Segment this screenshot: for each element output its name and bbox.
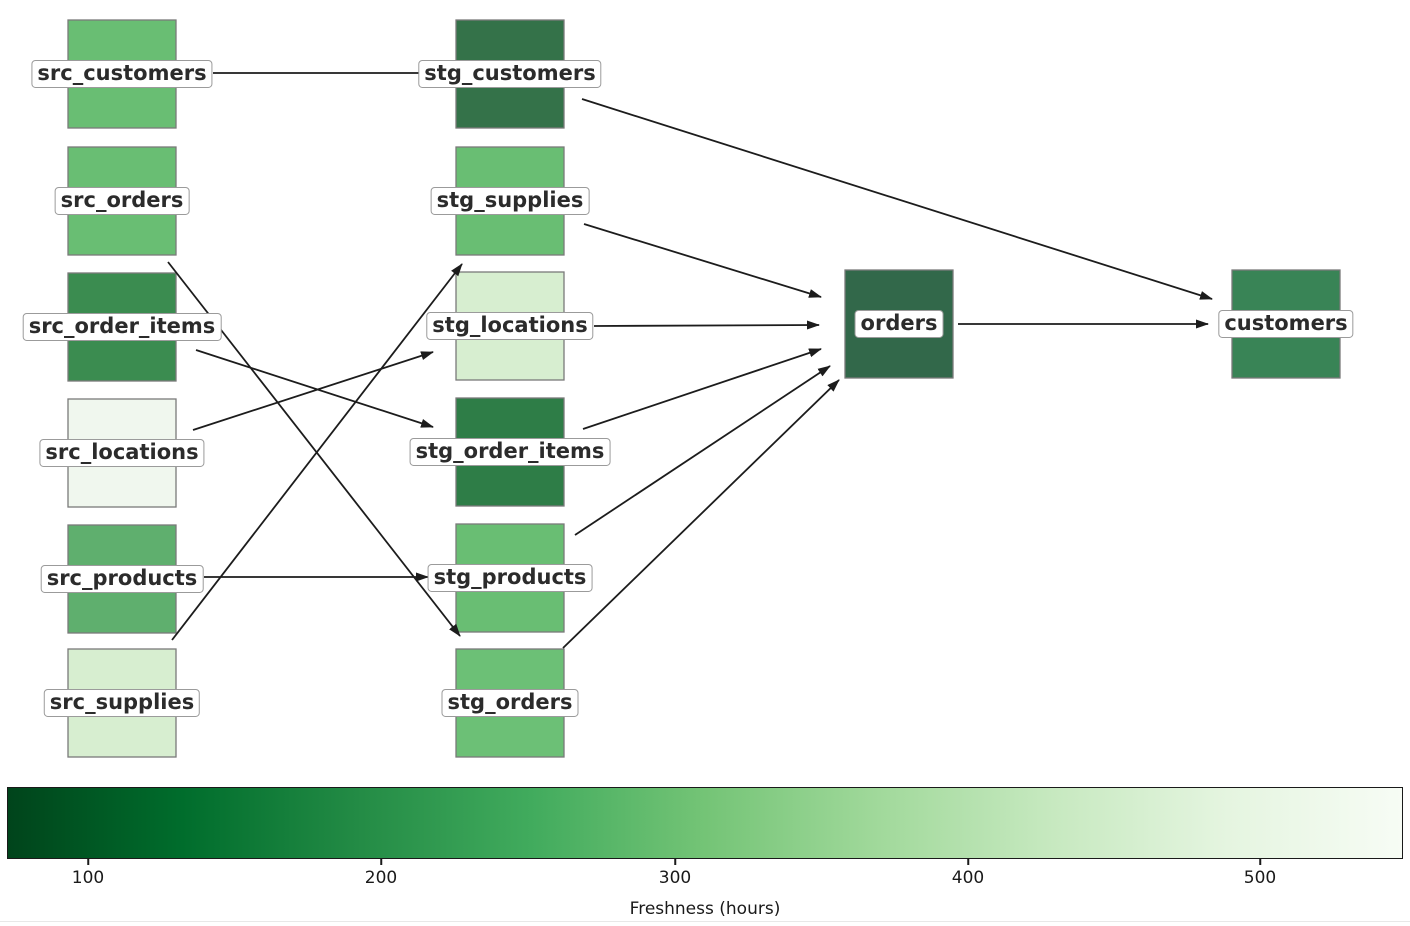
edge-stg_locations-to-orders [593, 320, 820, 330]
edge-src_locations-to-stg_locations [192, 351, 434, 431]
colorbar-tick-mark [967, 859, 969, 865]
colorbar-tick-label: 100 [71, 868, 105, 888]
figure-bottom-rule [0, 921, 1410, 922]
node-orders [844, 269, 954, 379]
edge-stg_orders-to-orders [562, 379, 840, 649]
edge-src_orders-to-stg_orders [167, 261, 461, 637]
colorbar-axis-label: Freshness (hours) [629, 899, 781, 919]
colorbar-gradient [7, 787, 1403, 859]
node-src_customers [67, 19, 177, 129]
edge-src_supplies-to-stg_supplies [171, 263, 463, 641]
colorbar-tick-label: 300 [658, 868, 692, 888]
colorbar-tick-mark [674, 859, 676, 865]
colorbar-tick-label: 200 [364, 868, 398, 888]
node-stg_locations [455, 271, 565, 381]
colorbar-tick-mark [380, 859, 382, 865]
edges-group [167, 72, 1213, 649]
edge-stg_customers-to-customers [581, 98, 1213, 300]
colorbar-tick-mark [87, 859, 89, 865]
node-stg_order_items [455, 397, 565, 507]
colorbar-tick-label: 500 [1243, 868, 1277, 888]
node-stg_orders [455, 648, 565, 758]
edge-stg_products-to-orders [574, 365, 831, 536]
node-src_orders [67, 146, 177, 256]
colorbar-tick-mark [1259, 859, 1261, 865]
edge-src_order_items-to-stg_order_items [195, 349, 434, 428]
node-customers [1231, 269, 1341, 379]
node-src_locations [67, 398, 177, 508]
node-src_products [67, 524, 177, 634]
node-stg_customers [455, 19, 565, 129]
node-src_supplies [67, 648, 177, 758]
colorbar-tick-label: 400 [951, 868, 985, 888]
node-src_order_items [67, 272, 177, 382]
edge-stg_supplies-to-orders [583, 223, 822, 298]
node-stg_supplies [455, 146, 565, 256]
edge-stg_order_items-to-orders [582, 348, 822, 430]
node-stg_products [455, 523, 565, 633]
